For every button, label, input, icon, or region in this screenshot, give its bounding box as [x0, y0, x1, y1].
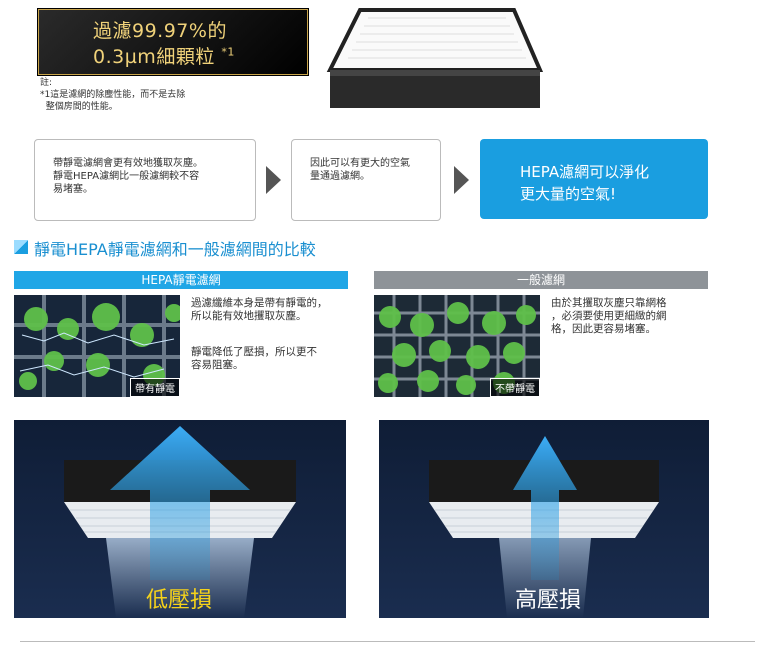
electrostatic-filter-image: 帶有靜電 — [14, 295, 180, 397]
headline-line1: 過濾99.97%的 — [93, 20, 227, 42]
footnote-note: 註: *1這是濾網的除塵性能，而不是去除 整個房間的性能。 — [40, 78, 186, 112]
compare-right-header: 一般濾網 — [374, 271, 708, 289]
normal-filter-image: 不帶靜電 — [374, 295, 540, 397]
electrostatic-mesh-icon — [14, 295, 180, 397]
low-pressure-label: 低壓損 — [146, 588, 213, 613]
headline-badge: 過濾99.97%的 0.3µm細顆粒 *1 — [38, 9, 308, 75]
arrow-right-icon — [266, 166, 281, 194]
flow-box-3-highlight: HEPA濾網可以淨化 更大量的空氣! — [480, 139, 708, 219]
headline-line2: 0.3µm細顆粒 *1 — [93, 45, 235, 68]
high-pressure-panel: 高壓損 — [379, 420, 709, 618]
section-title: 靜電HEPA靜電濾網和一般濾網間的比較 — [34, 240, 316, 259]
footnote-mark: *1 — [221, 45, 235, 59]
compare-left-text2: 靜電降低了壓損，所以更不 容易阻塞。 — [191, 346, 317, 371]
high-pressure-label: 高壓損 — [515, 588, 582, 613]
compare-right-text1: 由於其攫取灰塵只靠網格 ，必須要使用更細緻的網 格，因此更容易堵塞。 — [551, 297, 667, 335]
low-pressure-airflow-illustration — [14, 420, 346, 618]
compare-left-header: HEPA靜電濾網 — [14, 271, 348, 289]
bottom-divider — [20, 641, 755, 642]
high-pressure-airflow-illustration — [379, 420, 709, 618]
image-label-uncharged: 不帶靜電 — [490, 378, 540, 397]
image-label-charged: 帶有靜電 — [130, 378, 180, 397]
section-square-icon — [14, 240, 28, 254]
hepa-filter-illustration — [326, 8, 544, 108]
low-pressure-panel: 低壓損 — [14, 420, 346, 618]
arrow-right-icon — [454, 166, 469, 194]
flow-box-2: 因此可以有更大的空氣 量通過濾網。 — [291, 139, 441, 221]
flow-box-1: 帶靜電濾網會更有效地獲取灰塵。 靜電HEPA濾網比一般濾網較不容 易堵塞。 — [34, 139, 256, 221]
compare-left-text1: 過濾纖維本身是帶有靜電的， 所以能有效地攫取灰塵。 — [191, 297, 328, 322]
